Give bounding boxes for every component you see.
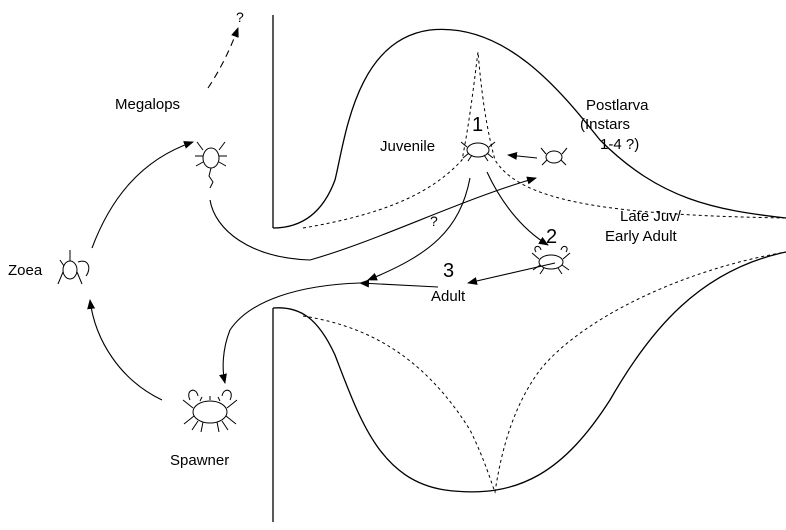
stage-label-postlarva-instars: (Instars: [580, 116, 631, 133]
late-juvenile-number: 2: [546, 226, 558, 248]
juvenile-question-mark: ?: [430, 213, 438, 229]
arrow-megalops-transport: [209, 176, 537, 261]
zoea-icon: [57, 250, 90, 285]
postlarva-icon: [540, 147, 568, 166]
arrow-juvenile-to-adult: [367, 177, 471, 281]
stage-label-early-adult: Early Adult: [605, 228, 677, 245]
megalops-question-mark: ?: [236, 9, 244, 25]
lower-habitat-outline: [272, 251, 786, 493]
stage-label-juvenile: Juvenile: [380, 138, 436, 155]
spawner-crab-icon: [182, 389, 238, 433]
upper-habitat-outline: [272, 28, 786, 229]
arrow-postlarva-to-juvenile: [507, 151, 538, 160]
juvenile-number: 1: [472, 114, 484, 136]
lower-habitat-dashed: [302, 251, 786, 494]
stage-label-postlarva: Postlarva: [586, 97, 649, 114]
arrow-spawner-to-zoea: [87, 299, 163, 401]
stage-label-postlarva-range: 1-4 ?): [600, 136, 640, 153]
arrow-zoea-to-megalops: [91, 141, 194, 249]
stage-label-zoea: Zoea: [8, 262, 43, 279]
arrow-latejuv-to-adult: [467, 262, 556, 285]
stage-label-spawner: Spawner: [170, 452, 230, 469]
late-juvenile-crab-icon: [531, 245, 571, 275]
stage-label-megalops: Megalops: [115, 96, 181, 113]
adult-number: 3: [443, 260, 455, 282]
stage-label-late-juv: Late Juv/: [620, 208, 681, 225]
arrow-adult-to-bay-mouth: [359, 279, 439, 288]
arrow-juvenile-to-latejuv: [486, 171, 549, 246]
arrow-mouth-to-spawner: [219, 282, 361, 384]
upper-habitat-dashed: [302, 51, 786, 229]
juvenile-crab-icon: [460, 141, 496, 162]
stage-label-adult: Adult: [431, 288, 466, 305]
arrow-megalops-out: [207, 27, 239, 89]
megalops-icon: [195, 141, 227, 189]
